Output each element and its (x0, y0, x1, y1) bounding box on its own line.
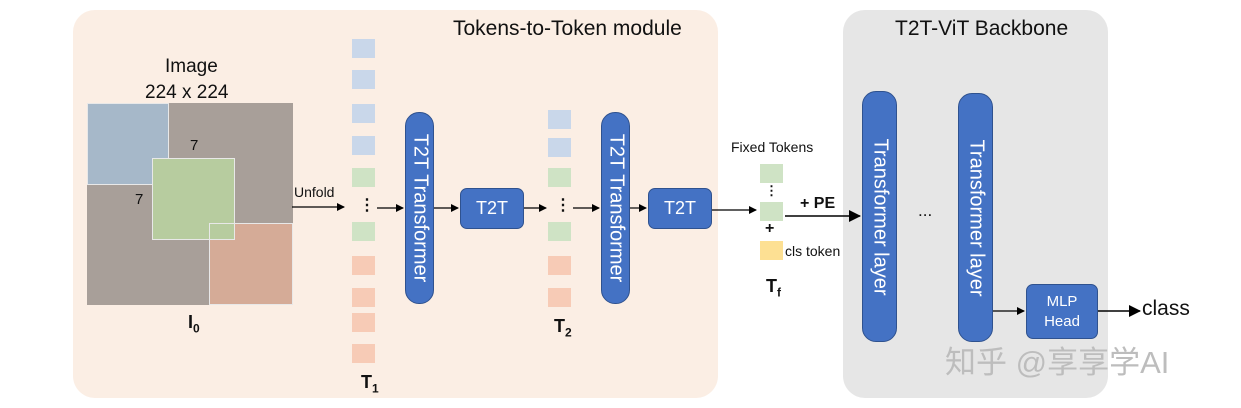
t2t-block-1: T2T (460, 188, 524, 229)
class-output-label: class (1142, 297, 1190, 320)
image-size: 224 x 224 (145, 82, 229, 103)
t2t-block-2: T2T (648, 188, 712, 229)
mlp-head-line2: Head (1044, 312, 1080, 330)
image-label: I0 (188, 312, 200, 336)
tf-label: Tf (766, 276, 781, 300)
t2t-module-title: Tokens-to-Token module (453, 17, 682, 40)
layers-ellipsis: ... (918, 201, 933, 220)
transformer-layer-1: Transformer layer (862, 91, 897, 342)
fixed-token-top (760, 164, 783, 183)
transformer-layer-2: Transformer layer (958, 93, 993, 342)
vit-backbone-title: T2T-ViT Backbone (895, 17, 1069, 40)
patch-size-vertical: 7 (135, 191, 144, 208)
fixed-tokens-dots: ⋮ (765, 183, 778, 198)
watermark: 知乎 @享享学AI (945, 345, 1170, 380)
fixed-tokens-label: Fixed Tokens (731, 139, 814, 155)
fixed-token-bottom (760, 202, 783, 221)
patch-size-horizontal: 7 (190, 137, 199, 154)
mlp-head-line1: MLP (1046, 292, 1078, 310)
unfold-label: Unfold (294, 184, 335, 200)
t2-label: T2 (554, 316, 572, 340)
t1-label: T1 (361, 372, 379, 396)
cls-token (760, 241, 783, 260)
cls-token-label: cls token (785, 243, 841, 259)
t2t-transformer-2: T2T Transformer (601, 112, 630, 304)
plus-sign: + (765, 220, 775, 237)
image-title: Image (165, 56, 218, 77)
mlp-head: MLP Head (1026, 284, 1098, 339)
pe-label: + PE (800, 195, 836, 212)
t1-vertical-dots: ⋮ (359, 197, 375, 214)
t2t-transformer-1: T2T Transformer (405, 112, 434, 304)
t2-vertical-dots: ⋮ (555, 197, 571, 214)
